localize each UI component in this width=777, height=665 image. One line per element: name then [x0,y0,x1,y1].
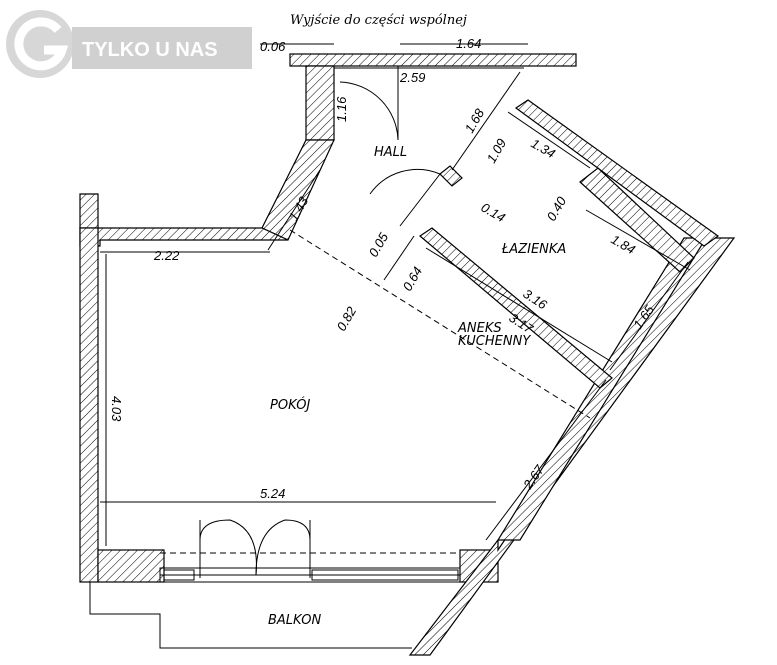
dim-0-82: 0.82 [334,303,360,333]
logo: TYLKO U NAS [6,10,252,78]
logo-banner [72,27,252,69]
dim-0-14: 0.14 [479,200,508,226]
balcony-doors [159,567,461,583]
wall-hall-diagonal [261,139,335,241]
balcony-outline [89,582,412,649]
plan-title: Wyjście do części wspólnej [290,13,467,28]
wall-bathroom-niche [579,167,695,273]
dim-4-03: 4.03 [109,396,124,422]
wall-top-corridor [289,53,577,67]
dim-1-84: 1.84 [609,232,638,258]
dim-1-34: 1.34 [529,136,558,162]
wall-left-upper [79,193,99,229]
dim-0-40: 0.40 [544,193,570,223]
dim-1-64: 1.64 [456,36,481,51]
dim-5-24: 5.24 [260,486,285,501]
logo-text: TYLKO U NAS [82,39,218,61]
wall-hall-left [305,65,335,141]
dim-2-22: 2.22 [153,248,180,263]
dim-1-09: 1.09 [484,136,510,165]
dashed-lines [160,65,591,554]
room-label-kitchenette-1: ANEKS [457,321,502,336]
dim-1-68: 1.68 [462,105,488,135]
wall-room-top [79,227,289,247]
dim-0-05: 0.05 [366,229,392,259]
room-label-kitchenette-2: KUCHENNY [458,334,531,349]
room-label-balcony: BALKON [268,613,321,628]
room-label-bathroom: ŁAZIENKA [501,242,566,257]
dim-0-64: 0.64 [400,264,426,293]
wall-partition [439,165,463,187]
room-label-hall: HALL [374,145,407,160]
dim-2-59: 2.59 [399,70,425,85]
wall-bathroom-bottom [419,227,613,389]
wall-right-diagonal-inner [496,237,708,541]
wall-bottom-left [97,549,165,583]
dim-0-06: 0.06 [260,39,286,54]
logo-g-icon [14,17,69,71]
dimension-lines [100,43,691,546]
room-label-room: POKÓJ [270,397,310,413]
dim-1-16: 1.16 [334,96,349,122]
wall-left [79,227,99,583]
wall-bathroom-top [514,99,720,247]
